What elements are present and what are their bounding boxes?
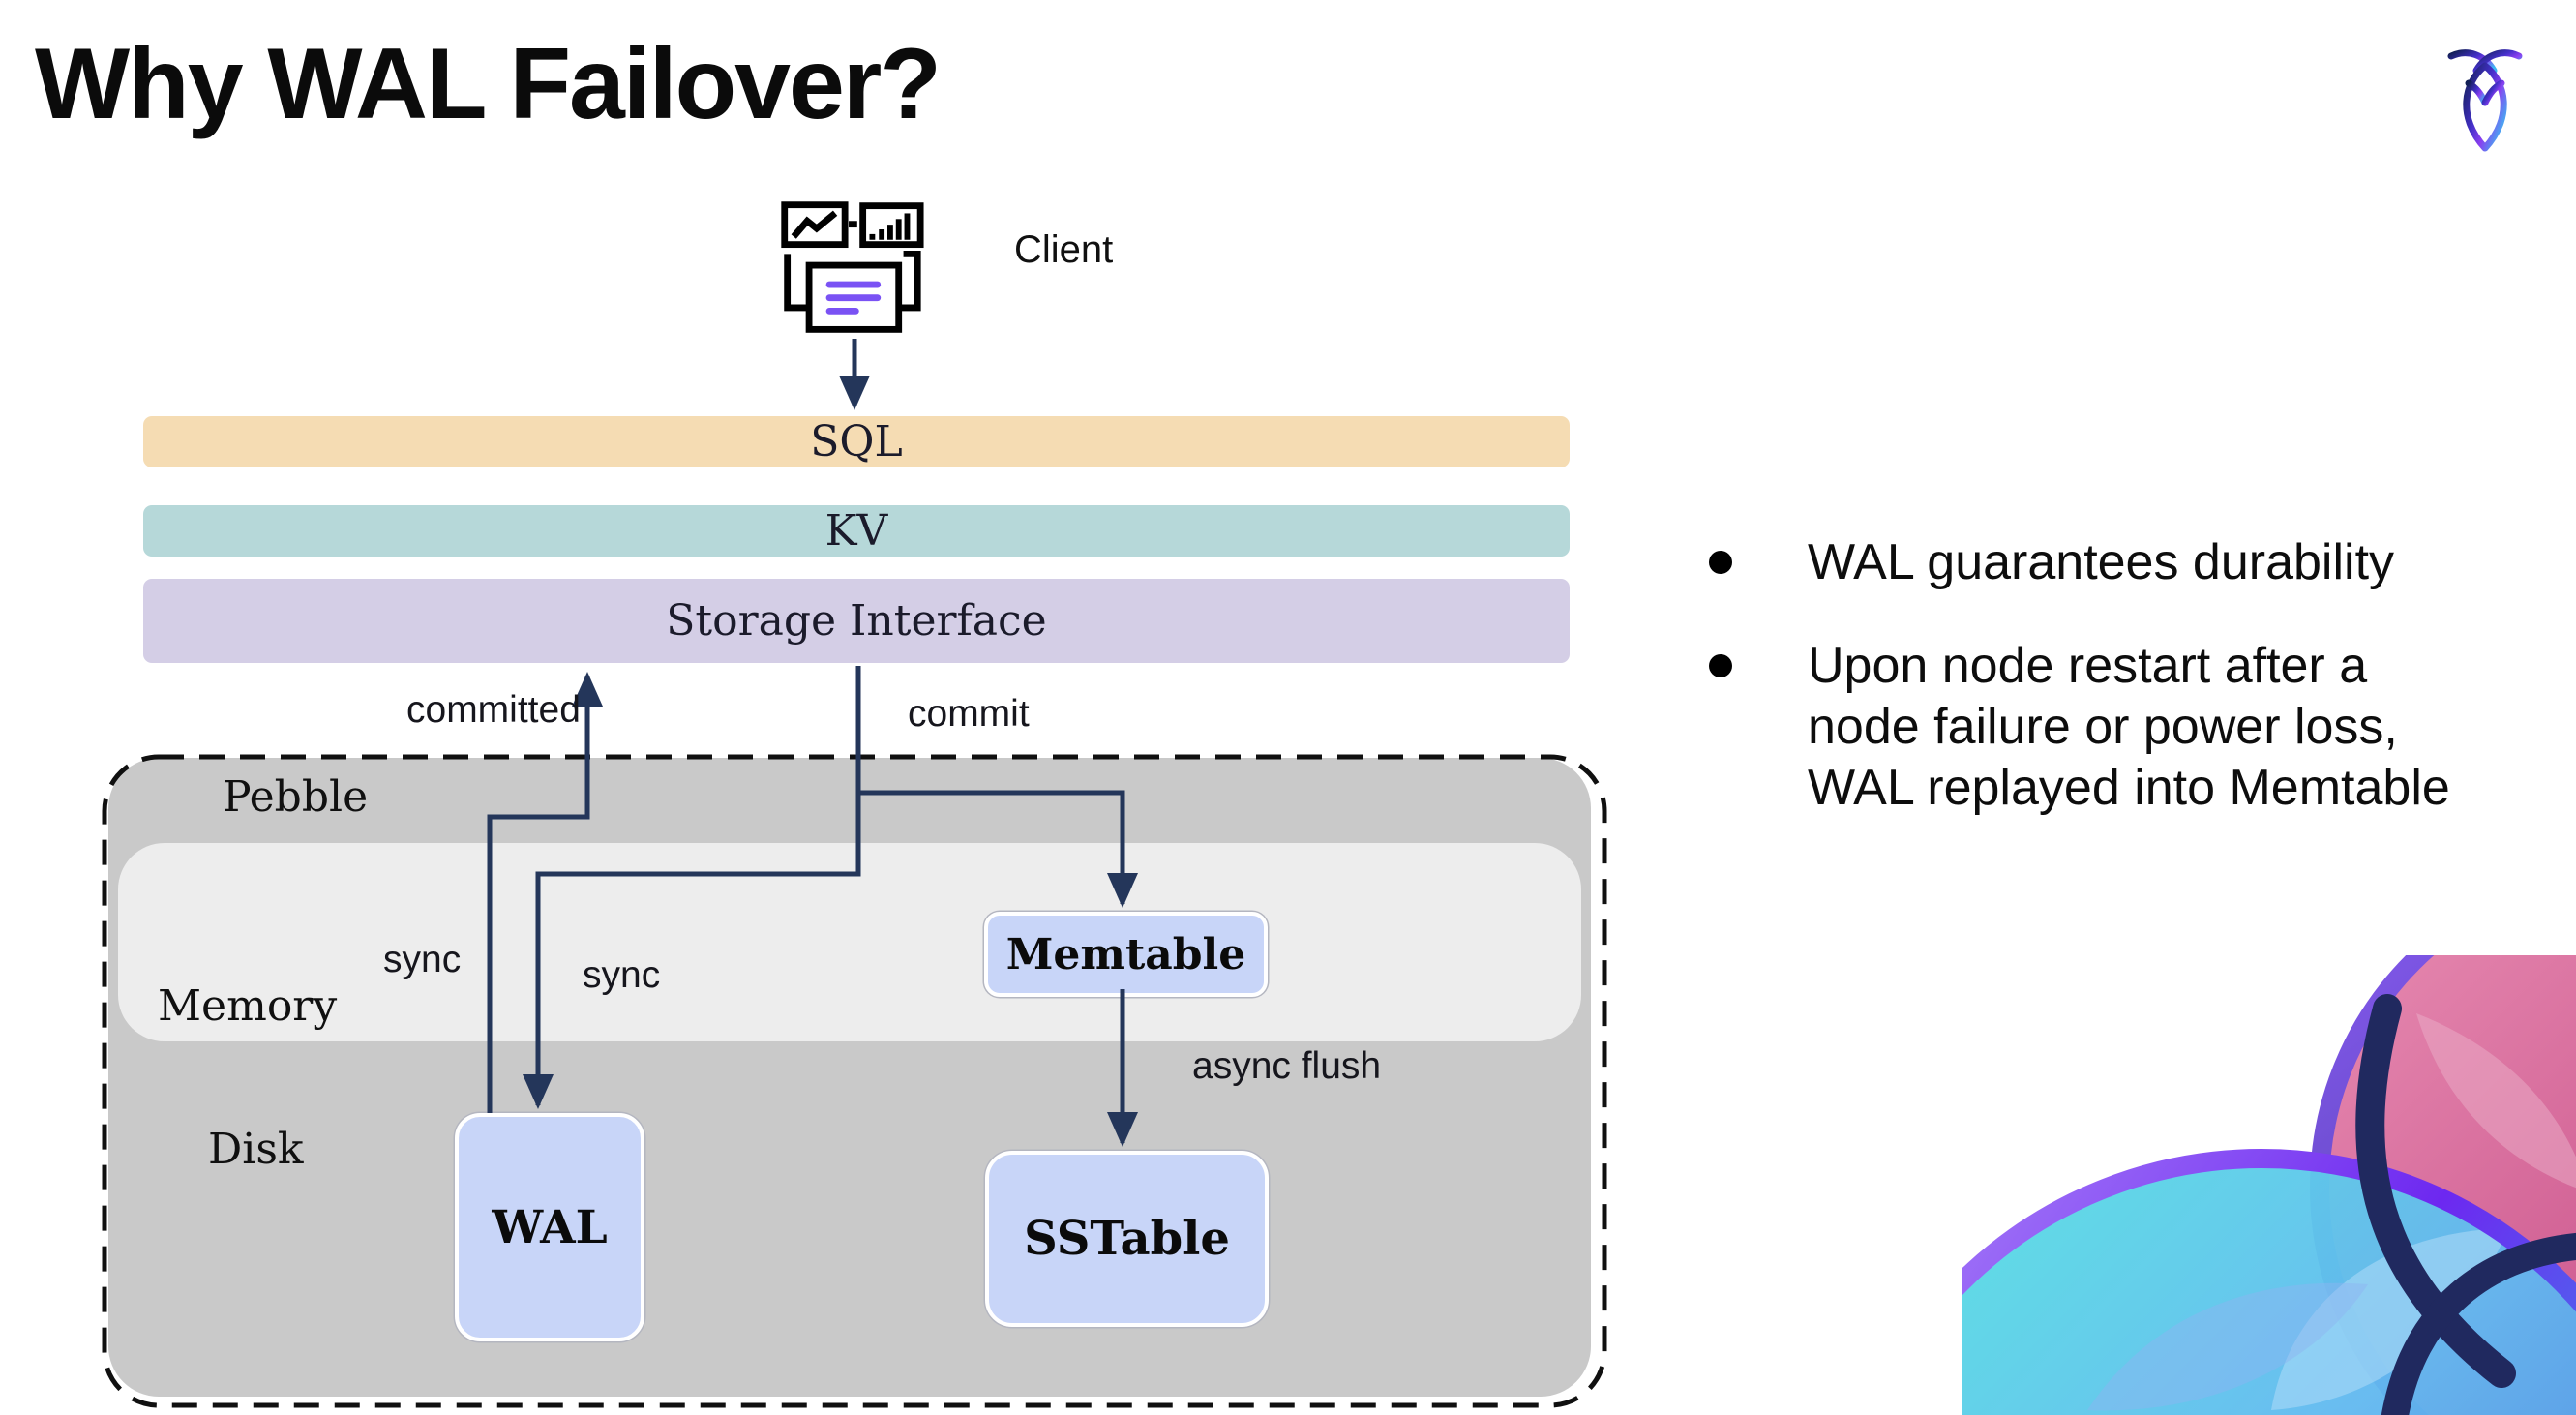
memtable-box: Memtable	[984, 912, 1268, 997]
bullet-text-1: WAL guarantees durability	[1808, 534, 2395, 590]
sstable-box-label: SSTable	[1024, 1212, 1230, 1266]
sync-right-edge-label: sync	[583, 954, 661, 996]
bullet-item-2: Upon node restart after a node failure o…	[1709, 636, 2541, 819]
async-flush-edge-label: async flush	[1192, 1045, 1382, 1087]
sstable-box: SSTable	[985, 1151, 1269, 1327]
layer-bar-kv-label: KV	[824, 506, 888, 556]
cockroachdb-logo-icon	[2447, 49, 2523, 152]
bullet-dot	[1709, 654, 1732, 677]
wal-box: WAL	[455, 1113, 644, 1341]
bullet-text-2: Upon node restart after a node failure o…	[1808, 638, 2450, 816]
client-devices-icon	[781, 201, 924, 333]
bullet-item-1: WAL guarantees durability	[1709, 532, 2541, 593]
sync-left-edge-label: sync	[383, 939, 462, 980]
layer-bar-sql: SQL	[143, 416, 1570, 467]
commit-edge-label: commit	[908, 693, 1030, 735]
disk-label: Disk	[208, 1125, 304, 1174]
committed-edge-label: committed	[406, 689, 581, 731]
page-title: Why WAL Failover?	[35, 28, 942, 140]
pebble-label: Pebble	[223, 772, 369, 822]
wal-box-label: WAL	[492, 1200, 608, 1254]
memory-region	[118, 843, 1581, 1041]
layer-bar-kv: KV	[143, 505, 1570, 557]
layer-bar-storage-interface: Storage Interface	[143, 579, 1570, 663]
layer-bar-sql-label: SQL	[810, 417, 903, 467]
layer-bar-storage-label: Storage Interface	[666, 596, 1047, 646]
memtable-box-label: Memtable	[1005, 929, 1246, 979]
bullet-dot	[1709, 551, 1732, 574]
client-label: Client	[1014, 228, 1114, 271]
bullet-list: WAL guarantees durability Upon node rest…	[1709, 532, 2541, 861]
memory-label: Memory	[158, 981, 338, 1031]
decorative-corner-art	[1962, 955, 2576, 1415]
